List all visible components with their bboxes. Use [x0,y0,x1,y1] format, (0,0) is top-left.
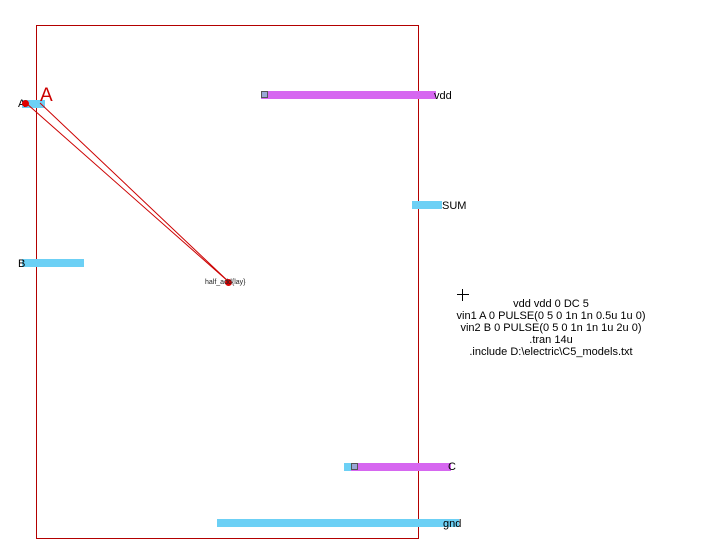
spice-line: .tran 14u [529,334,573,346]
spice-line: .include D:\electric\C5_models.txt [469,346,633,358]
a-highlight-label[interactable]: A [40,85,53,106]
spice-line: vin1 A 0 PULSE(0 5 0 1n 1n 0.5u 1u 0) [456,310,646,322]
sum-export-label[interactable]: SUM [442,200,467,212]
cell-boundary[interactable] [36,25,419,539]
instance-name-label[interactable]: half_add{lay} [205,279,246,286]
crosshair-icon [457,289,469,301]
vdd-contact[interactable] [261,91,268,98]
vdd-export-label[interactable]: vdd [434,90,452,102]
a-metal1-bar[interactable] [22,100,45,108]
gnd-export-label[interactable]: gnd [443,518,462,530]
vdd-metal2-bar[interactable] [261,91,436,99]
c-export-label[interactable]: C [448,461,456,473]
gnd-metal1-bar[interactable] [217,519,459,527]
b-metal1-bar[interactable] [22,259,84,267]
spice-line: vdd vdd 0 DC 5 [513,298,589,310]
a-highlight-dot[interactable] [22,100,29,107]
spice-code-text[interactable]: vdd vdd 0 DC 5 vin1 A 0 PULSE(0 5 0 1n 1… [440,298,662,358]
c-contact[interactable] [351,463,358,470]
c-metal2-bar[interactable] [351,463,451,471]
highlight-line-2 [39,102,231,284]
instance-highlight-dot[interactable] [225,279,232,286]
highlight-line [25,102,231,284]
a-export-label[interactable]: A [18,98,25,110]
b-export-label[interactable]: B [18,258,26,270]
sum-metal1-bar[interactable] [412,201,442,209]
spice-line: vin2 B 0 PULSE(0 5 0 1n 1n 1u 2u 0) [460,322,642,334]
